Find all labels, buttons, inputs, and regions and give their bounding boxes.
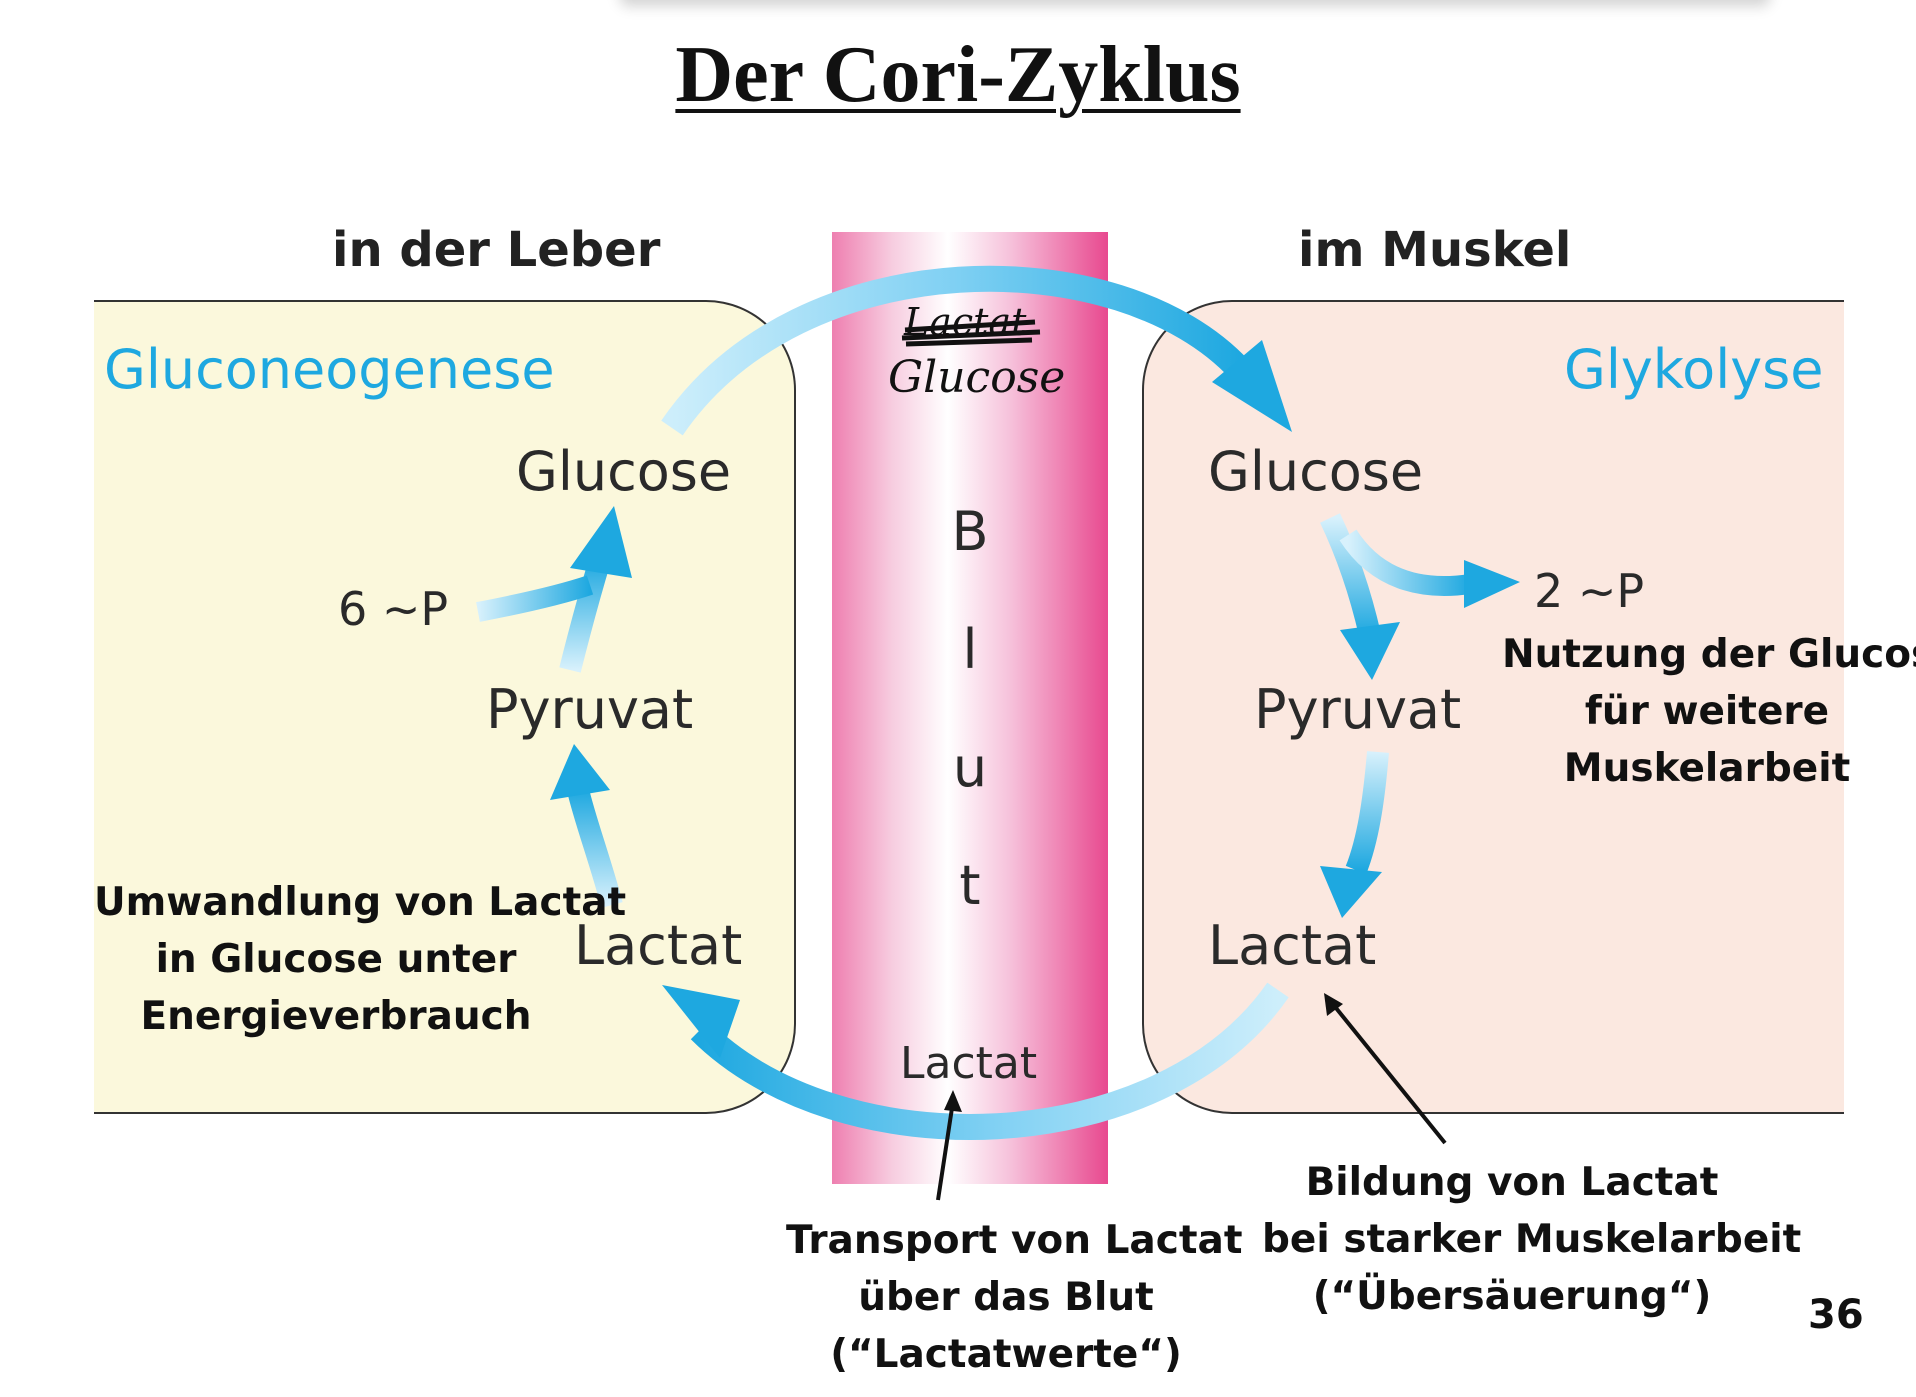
liver-glucose-label: Glucose	[516, 440, 732, 503]
liver-note-line: Energieverbrauch	[140, 994, 532, 1039]
muscle-glucose-label: Glucose	[1208, 440, 1424, 503]
muscle-panel	[1142, 300, 1844, 1114]
muscle-heading: im Muskel	[1298, 222, 1572, 278]
arrow-lactat-to-liver	[662, 982, 1289, 1140]
formation-note-line: (“Übersäuerung“)	[1312, 1274, 1712, 1319]
blood-vessel	[832, 232, 1108, 1184]
usage-note-line: für weitere	[1584, 689, 1830, 734]
liver-conversion-note: Umwandlung von Lactat in Glucose unter E…	[94, 874, 627, 1045]
liver-pyruvat-label: Pyruvat	[486, 678, 694, 741]
blood-letter: u	[952, 736, 988, 799]
gluconeogenesis-label: Gluconeogenese	[104, 338, 555, 401]
arrow-lactat-to-pyruvat	[550, 744, 623, 908]
blood-letter: t	[959, 854, 981, 917]
liver-lactat-label: Lactat	[574, 914, 743, 977]
page-number: 36	[1808, 1292, 1864, 1338]
muscle-pyruvat-label: Pyruvat	[1254, 678, 1462, 741]
arrow-pyruvat-to-glucose	[559, 506, 632, 673]
usage-note-line: Muskelarbeit	[1563, 746, 1851, 791]
muscle-energy-label: 2 ~P	[1534, 564, 1645, 618]
blood-letter: B	[951, 500, 989, 563]
glucose-usage-note: Nutzung der Glucose für weitere Muskelar…	[1502, 626, 1916, 797]
pointer-transport	[936, 1090, 962, 1201]
transport-note-line: über das Blut	[858, 1275, 1154, 1320]
page-title: Der Cori-Zyklus	[675, 31, 1241, 119]
liver-heading: in der Leber	[332, 222, 661, 278]
strike-scribble	[901, 319, 1041, 347]
transport-note-line: (“Lactatwerte“)	[830, 1332, 1182, 1377]
transport-note: Transport von Lactat über das Blut (“Lac…	[786, 1212, 1243, 1383]
liver-energy-label: 6 ~P	[338, 582, 449, 636]
pointer-formation	[1324, 993, 1447, 1145]
arrow-energy-output	[1339, 529, 1520, 608]
glycolysis-label: Glykolyse	[1564, 338, 1824, 401]
transport-note-line: Transport von Lactat	[786, 1218, 1243, 1263]
lactat-formation-note: Bildung von Lactat bei starker Muskelarb…	[1262, 1154, 1802, 1325]
liver-note-line: in Glucose unter	[155, 937, 517, 982]
formation-note-line: bei starker Muskelarbeit	[1262, 1217, 1802, 1262]
arrow-glucose-to-muscle	[661, 265, 1292, 436]
struck-lactat-label: Lactat	[904, 300, 1027, 344]
muscle-lactat-label: Lactat	[1208, 914, 1377, 977]
arrow-energy-input	[476, 575, 594, 622]
arrow-pyruvat-to-lactat	[1320, 751, 1389, 918]
liver-panel	[94, 300, 796, 1114]
arrow-glucose-to-pyruvat	[1320, 513, 1400, 680]
usage-note-line: Nutzung der Glucose	[1502, 632, 1916, 677]
blood-lactat-label: Lactat	[900, 1038, 1038, 1089]
formation-note-line: Bildung von Lactat	[1305, 1160, 1719, 1205]
blood-letter: l	[962, 618, 978, 681]
handwritten-glucose-label: Glucose	[888, 352, 1066, 403]
liver-note-line: Umwandlung von Lactat	[94, 880, 627, 925]
